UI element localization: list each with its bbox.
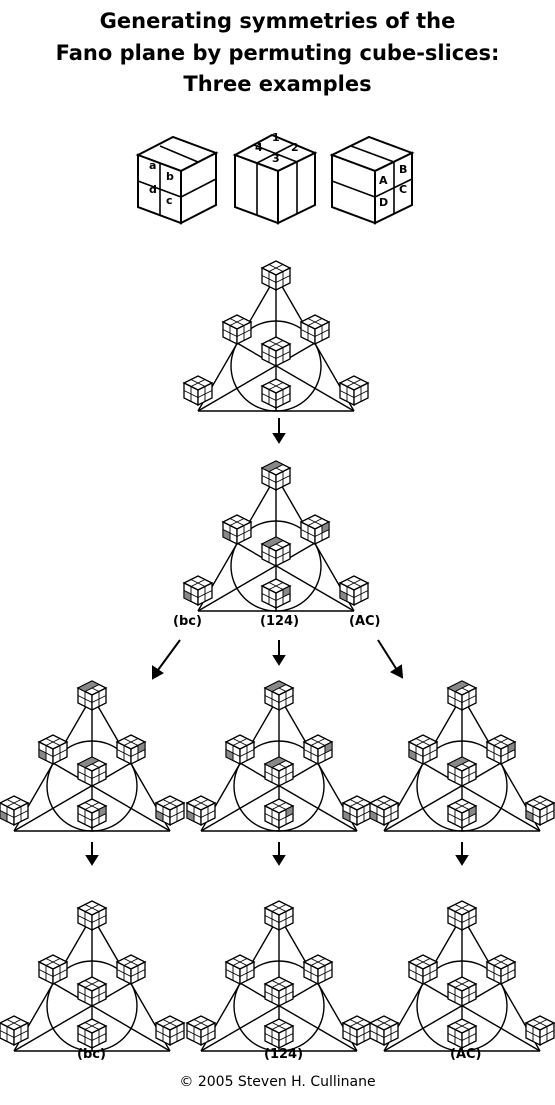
- legend-label-3: 3: [272, 152, 280, 165]
- fano-node-cube: [265, 757, 293, 786]
- fano-node-cube: [447, 1018, 477, 1049]
- legend-label-D: D: [379, 196, 388, 209]
- bottom-label-middle: (124): [264, 1047, 304, 1062]
- legend-label-d: d: [149, 183, 157, 196]
- fano-node-cube: [38, 954, 68, 985]
- fano-node-cube: [304, 735, 332, 764]
- fano-node-cube: [262, 461, 290, 490]
- fano-node-cube: [155, 1015, 185, 1046]
- legend-label-1: 1: [272, 131, 280, 144]
- fano-node-cube: [186, 1015, 216, 1046]
- fano-node-cube: [408, 954, 438, 985]
- fano-node-cube: [369, 1015, 399, 1046]
- bottom-label-left: (bc): [77, 1047, 106, 1062]
- arrows: [85, 418, 469, 866]
- legend-label-4: 4: [255, 141, 263, 154]
- fano-node-cube: [526, 796, 554, 825]
- legend-label-A: A: [379, 174, 388, 187]
- fano-node-cube: [486, 954, 516, 985]
- fano-bc-shaded: [0, 681, 184, 832]
- fano-node-cube: [184, 576, 212, 605]
- fano-node-cube: [117, 735, 145, 764]
- fano-node-cube: [39, 735, 67, 764]
- fano-node-cube: [339, 375, 369, 406]
- fano-node-cube: [448, 681, 476, 710]
- fano-node-cube: [262, 537, 290, 566]
- fano-node-cube: [343, 796, 371, 825]
- fano-node-cube: [0, 1015, 29, 1046]
- fano-node-cube: [261, 336, 291, 367]
- bottom-label-right: (AC): [450, 1047, 482, 1062]
- legend-label-2: 2: [291, 141, 299, 154]
- fano-node-cube: [265, 799, 293, 828]
- fano-node-cube: [265, 681, 293, 710]
- fano-node-cube: [303, 954, 333, 985]
- fano-node-cube: [77, 900, 107, 931]
- fano-node-cube: [0, 796, 28, 825]
- fano-node-cube: [409, 735, 437, 764]
- fano-124-shaded: [187, 681, 371, 832]
- fano-node-cube: [447, 976, 477, 1007]
- fano-node-cube: [226, 735, 254, 764]
- legend-label-B: B: [399, 163, 407, 176]
- fano-node-cube: [78, 799, 106, 828]
- fano-node-cube: [448, 757, 476, 786]
- fano-node-cube: [78, 681, 106, 710]
- fano-node-cube: [225, 954, 255, 985]
- fano-node-cube: [300, 314, 330, 345]
- fano-node-cube: [340, 576, 368, 605]
- fano-node-cube: [77, 976, 107, 1007]
- title-line-1: Generating symmetries of the: [99, 9, 456, 33]
- fano-original: [183, 260, 369, 412]
- copyright: © 2005 Steven H. Cullinane: [179, 1074, 376, 1090]
- fano-node-cube: [264, 1018, 294, 1049]
- fano-node-cube: [301, 515, 329, 544]
- legend-cube-middle: [232, 133, 318, 225]
- fano-shaded: [184, 461, 368, 612]
- fano-node-cube: [261, 378, 291, 409]
- fano-node-cube: [262, 579, 290, 608]
- fano-AC-shaded: [370, 681, 554, 832]
- perm-label-left: (bc): [173, 614, 202, 629]
- perm-label-right: (AC): [349, 614, 381, 629]
- fano-node-cube: [222, 314, 252, 345]
- title-line-2: Fano plane by permuting cube-slices:: [55, 41, 500, 65]
- fano-node-cube: [261, 260, 291, 291]
- fano-bc-result: [0, 900, 185, 1052]
- fano-node-cube: [342, 1015, 372, 1046]
- fano-AC-result: [369, 900, 555, 1052]
- fano-node-cube: [264, 900, 294, 931]
- fano-node-cube: [183, 375, 213, 406]
- fano-node-cube: [447, 900, 477, 931]
- legend-label-c: c: [166, 194, 173, 207]
- legend-cube-right: [329, 135, 415, 225]
- legend-label-C: C: [399, 183, 407, 196]
- fano-node-cube: [77, 1018, 107, 1049]
- fano-node-cube: [156, 796, 184, 825]
- fano-node-cube: [370, 796, 398, 825]
- legend-cube-left: [135, 135, 219, 225]
- fano-node-cube: [525, 1015, 555, 1046]
- title-line-3: Three examples: [183, 72, 372, 96]
- legend-label-b: b: [166, 170, 174, 183]
- fano-node-cube: [487, 735, 515, 764]
- fano-node-cube: [116, 954, 146, 985]
- fano-node-cube: [223, 515, 251, 544]
- fano-node-cube: [264, 976, 294, 1007]
- fano-node-cube: [78, 757, 106, 786]
- perm-label-middle: (124): [260, 614, 300, 629]
- fano-124-result: [186, 900, 372, 1052]
- legend-label-a: a: [149, 159, 156, 172]
- fano-node-cube: [448, 799, 476, 828]
- fano-node-cube: [187, 796, 215, 825]
